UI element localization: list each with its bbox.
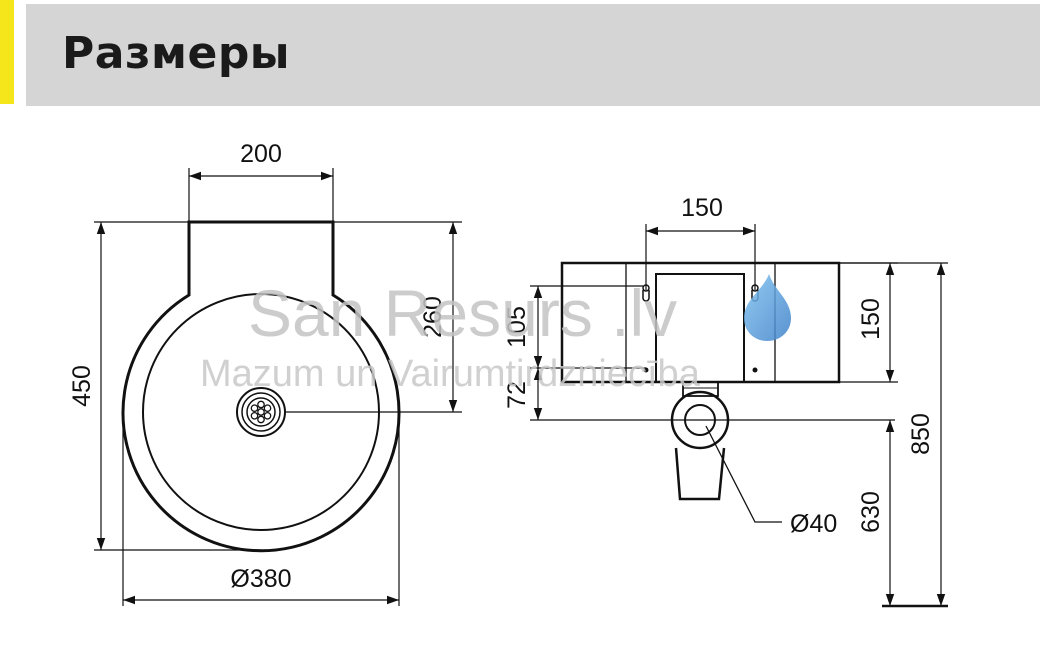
dim-label-380: Ø380 [230, 565, 291, 593]
side-view: 150 105 72 150 850 630 Ø40 [503, 194, 948, 608]
watermark: San Resurs .lv Mazum un Vairumtirdzniecī… [200, 274, 791, 395]
dim-label-72: 72 [503, 381, 531, 409]
page-title: Размеры [62, 28, 291, 79]
dim-label-105: 105 [503, 306, 531, 348]
dim-label-200: 200 [240, 140, 282, 168]
water-drop-icon [744, 274, 791, 341]
dim-label-450: 450 [68, 365, 96, 407]
dim-label-850: 850 [907, 413, 935, 455]
drain-icon [236, 387, 286, 437]
dim-label-150-top: 150 [681, 194, 723, 222]
dim-label-150-right: 150 [857, 298, 885, 340]
watermark-brand: San Resurs .lv [248, 276, 677, 350]
leader-40 [705, 425, 782, 523]
dim-label-630: 630 [857, 491, 885, 533]
basin-outline [121, 220, 401, 553]
dim-label-260: 260 [419, 296, 447, 338]
watermark-slogan: Mazum un Vairumtirdzniecība [200, 353, 701, 395]
front-view: 200 450 260 Ø380 [68, 140, 462, 606]
header-band [26, 4, 1040, 106]
dim-label-40: Ø40 [790, 510, 837, 538]
header-accent-bar [0, 0, 14, 104]
trap-body [674, 447, 726, 501]
